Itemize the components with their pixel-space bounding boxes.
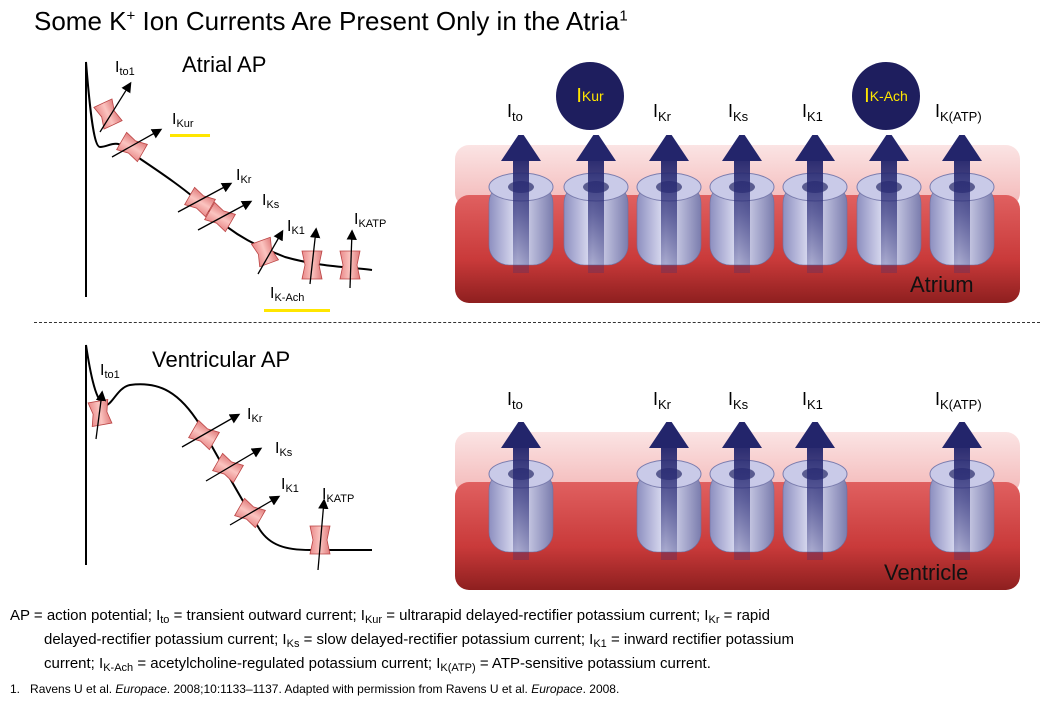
atrial-ap-trace [85,61,373,297]
membrane-channel-atrium-2 [636,135,702,273]
membrane-channel-ventricle-0 [488,422,554,560]
membrane-channel-ventricle-2 [709,422,775,560]
membrane-channel-atrium-4 [782,135,848,273]
ventricle-membrane [455,422,1020,590]
atrium-membrane [455,135,1020,303]
reference-citation: 1. Ravens U et al. Europace. 2008;10:113… [10,682,620,696]
atrial-ap-title: Atrial AP [182,52,267,77]
slide-title: Some K+ Ion Currents Are Present Only in… [34,6,628,36]
label-ito1-atrial: Ito1 [115,59,135,78]
label-iks-atrial: IKs [262,192,280,211]
ikur-highlight-underline [170,134,210,137]
membrane-channel-atrium-0 [488,135,554,273]
atrial-channel-ik1 [250,229,284,275]
ventricle-label: Ventricle [884,560,969,585]
atrial-channel-iks [197,200,253,233]
membrane-label-ito: Ito [507,101,523,124]
membrane-channel-ventricle-3 [782,422,848,560]
ventricular-ap-diagram [85,344,372,571]
atrial-channel-ikach [301,227,323,285]
atrium-label: Atrium [910,272,974,297]
membrane-label-iks: IKs [728,101,749,124]
label-ik1-atrial: IK1 [287,218,305,237]
membrane-label-ikatp-ventricle: IK(ATP) [935,389,982,412]
atrial-channel-ito1 [93,81,132,133]
ventricular-channel-iks [205,447,263,484]
membrane-channel-atrium-1 [563,135,629,273]
ventricular-ap-title: Ventricular AP [152,347,291,372]
atrial-channel-ikur [111,128,163,163]
membrane-label-ito-ventricle: Ito [507,389,523,412]
atrial-channel-ikr [177,182,233,218]
membrane-label-ik1-ventricle: IK1 [802,389,823,412]
label-ikr-ventricular: IKr [247,406,263,425]
membrane-channel-atrium-6 [929,135,995,273]
membrane-channel-ventricle-1 [636,422,702,560]
label-iks-ventricular: IKs [275,440,293,459]
label-ikr-atrial: IKr [236,167,252,186]
ventricular-channel-ikr [181,413,241,451]
membrane-label-ikr-ventricle: IKr [653,389,672,412]
membrane-label-ik1: IK1 [802,101,823,124]
label-ikur-atrial: IKur [172,111,194,130]
membrane-channel-atrium-3 [709,135,775,273]
ventricular-channel-ito1 [87,390,113,440]
label-ik1-ventricular: IK1 [281,476,299,495]
abbreviation-footnote: AP = action potential; Ito = transient o… [10,607,794,674]
label-ikach-atrial: IK-Ach [270,285,305,304]
label-ito1-ventricular: Ito1 [100,362,120,381]
atrial-channel-ikatp [339,229,361,289]
atrial-ap-diagram [85,61,373,297]
membrane-label-iks-ventricle: IKs [728,389,749,412]
label-ikatp-ventricular: IKATP [322,486,355,505]
membrane-label-ikatp: IK(ATP) [935,101,982,124]
label-ikatp-atrial: IKATP [354,211,387,230]
membrane-channel-atrium-5 [856,135,922,273]
ikach-highlight-underline [264,309,330,312]
ventricular-channel-ikatp [309,498,331,571]
section-divider [34,322,1040,323]
ventricular-channel-ik1 [229,495,281,529]
membrane-label-ikr: IKr [653,101,672,124]
membrane-channel-ventricle-4 [929,422,995,560]
